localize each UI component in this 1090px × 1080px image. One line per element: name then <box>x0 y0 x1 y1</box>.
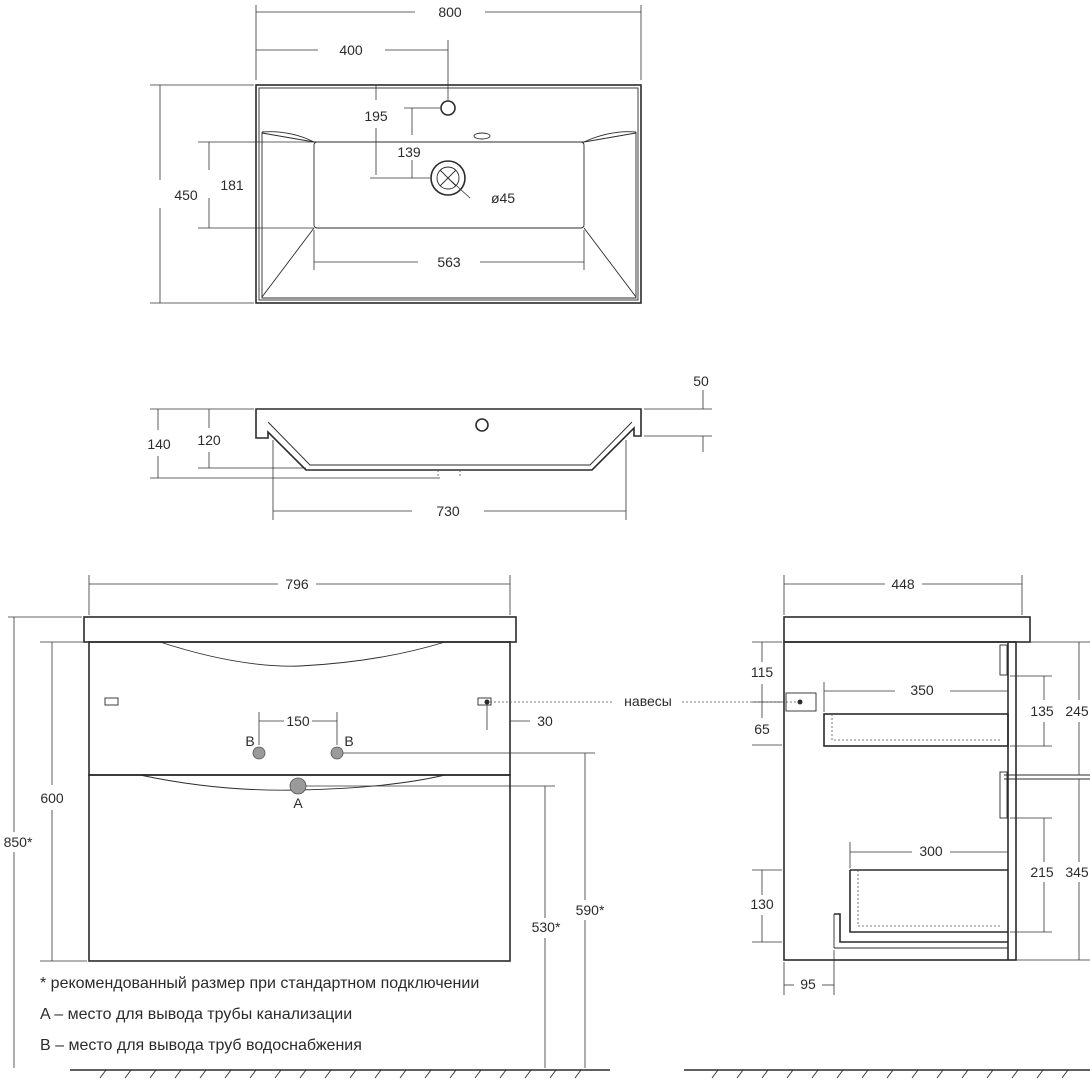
dim-top-width: 800 <box>438 4 462 20</box>
dim-drain-offset: 139 <box>397 144 421 160</box>
hanger-point <box>484 699 490 705</box>
note-drain-location: A – место для вывода трубы канализации <box>40 1006 353 1023</box>
dim-section-depth: 448 <box>891 576 915 592</box>
label-b-left: B <box>245 733 254 749</box>
supply-hole-right <box>330 746 344 760</box>
dim-bottom-drawer-height: 215 <box>1030 864 1054 880</box>
cabinet-front-view: B B A 796 150 30 навесы 600 850* <box>4 575 798 1079</box>
dim-plinth-depth: 95 <box>800 976 816 992</box>
dim-pipe-spacing: 150 <box>286 713 310 729</box>
drain-hole <box>430 160 466 196</box>
dim-top-section-height: 245 <box>1065 703 1089 719</box>
basin-side-view: 50 140 120 730 <box>147 373 712 520</box>
dim-hanger-bottom: 65 <box>754 721 770 737</box>
dim-body-height: 600 <box>40 790 64 806</box>
dim-drain-diameter: ø45 <box>491 190 515 206</box>
cabinet-section-view: 448 115 65 350 135 245 300 <box>684 575 1090 1079</box>
dim-front-width: 796 <box>285 576 309 592</box>
dim-top-depth: 450 <box>174 187 198 203</box>
dim-top-half-width: 400 <box>339 42 363 58</box>
supply-hole-left <box>252 746 266 760</box>
label-b-right: B <box>344 733 353 749</box>
note-recommended-size: * рекомендованный размер при стандартном… <box>40 975 480 992</box>
dim-side-bowl-height: 120 <box>197 432 221 448</box>
dim-hanger-top: 115 <box>751 664 774 680</box>
drain-hole-a <box>289 777 307 795</box>
overflow-hole <box>473 132 491 140</box>
dim-top-drawer-depth: 350 <box>910 682 934 698</box>
hangers-label: навесы <box>624 693 672 709</box>
dim-bowl-width: 563 <box>437 254 461 270</box>
dim-hanger-offset: 30 <box>537 713 553 729</box>
dim-supply-height: 590* <box>576 902 605 918</box>
dim-faucet-offset: 195 <box>364 108 388 124</box>
dim-bottom-drawer-depth: 300 <box>919 843 943 859</box>
dim-side-rim: 50 <box>693 373 709 389</box>
label-a: A <box>293 795 303 811</box>
side-overflow-hole <box>475 418 489 432</box>
note-supply-location: B – место для вывода труб водоснабжения <box>40 1037 362 1054</box>
dim-bottom-section-height: 345 <box>1065 864 1089 880</box>
dim-plinth-height: 130 <box>750 896 774 912</box>
dim-total-height: 850* <box>4 834 33 850</box>
dim-bowl-depth: 181 <box>220 177 244 193</box>
dim-drain-height: 530* <box>532 919 561 935</box>
dim-top-drawer-height: 135 <box>1030 703 1054 719</box>
faucet-hole <box>440 100 456 116</box>
dim-side-bottom-width: 730 <box>436 503 460 519</box>
dim-side-total-height: 140 <box>147 436 171 452</box>
basin-top-view: 800 400 450 195 139 181 ø45 <box>150 4 642 304</box>
